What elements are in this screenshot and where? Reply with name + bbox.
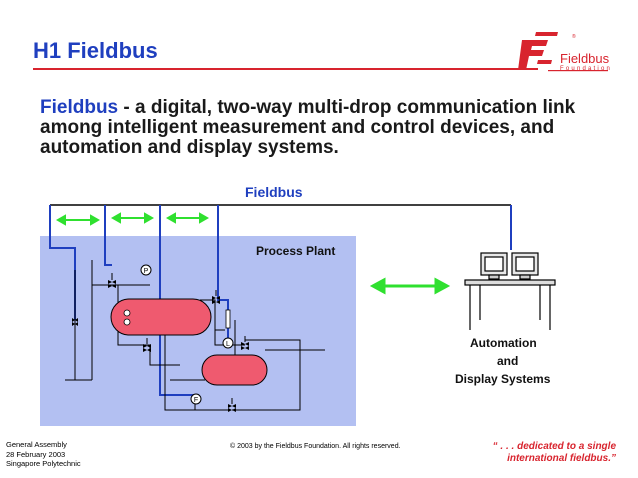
plant-host-arrow: [369, 277, 451, 295]
process-plant-label: Process Plant: [256, 244, 336, 258]
registered-mark: ®: [572, 34, 576, 40]
title-underline: [33, 68, 538, 70]
footer-venue: Singapore Polytechnic: [6, 459, 81, 468]
lower-tank: [201, 354, 268, 386]
footer-event-info: General Assembly 28 February 2003 Singap…: [6, 440, 81, 469]
definition-term: Fieldbus: [40, 97, 119, 118]
tagline-line1: “ . . . dedicated to a single: [492, 441, 616, 452]
tag-f: F: [194, 397, 198, 404]
tagline-line2: international fieldbus.”: [507, 453, 616, 464]
tag-p: P: [144, 268, 149, 275]
fieldbus-foundation-logo: [518, 32, 608, 72]
logo-wordmark: Fieldbus: [560, 51, 610, 66]
footer-date: 28 February 2003: [6, 449, 66, 459]
logo-subtitle: Foundation: [560, 66, 613, 72]
control-valve-icon: [72, 280, 249, 412]
footer-event: General Assembly: [6, 440, 67, 449]
tag-l: L: [226, 341, 230, 348]
definition-text: - a digital, two-way multi-drop communic…: [40, 97, 576, 158]
segment-arrow-2: [110, 212, 155, 224]
host-label-line1: Automation: [470, 336, 537, 350]
segment-arrow-3: [165, 212, 210, 224]
segment-arrow-1: [55, 214, 101, 226]
fieldbus-definition: Fieldbus - a digital, two-way multi-drop…: [40, 98, 620, 158]
footer-tagline: “ . . . dedicated to a single internatio…: [468, 441, 616, 465]
level-transmitter-icon: L: [222, 337, 234, 349]
host-label-line2: and: [497, 354, 519, 368]
fieldbus-label: Fieldbus: [245, 184, 303, 200]
pressure-transmitter-icon: P: [140, 264, 152, 276]
process-piping: [65, 260, 325, 411]
slide-title: H1 Fieldbus: [33, 38, 158, 63]
device-drop-2: [104, 205, 112, 266]
upper-tank: [110, 298, 212, 336]
host-label-line3: Display Systems: [455, 372, 551, 386]
footer-copyright: © 2003 by the Fieldbus Foundation. All r…: [230, 443, 401, 450]
level-gauge: [225, 309, 231, 329]
workstation-icon: [464, 252, 556, 330]
flow-transmitter-icon: F: [190, 393, 202, 405]
